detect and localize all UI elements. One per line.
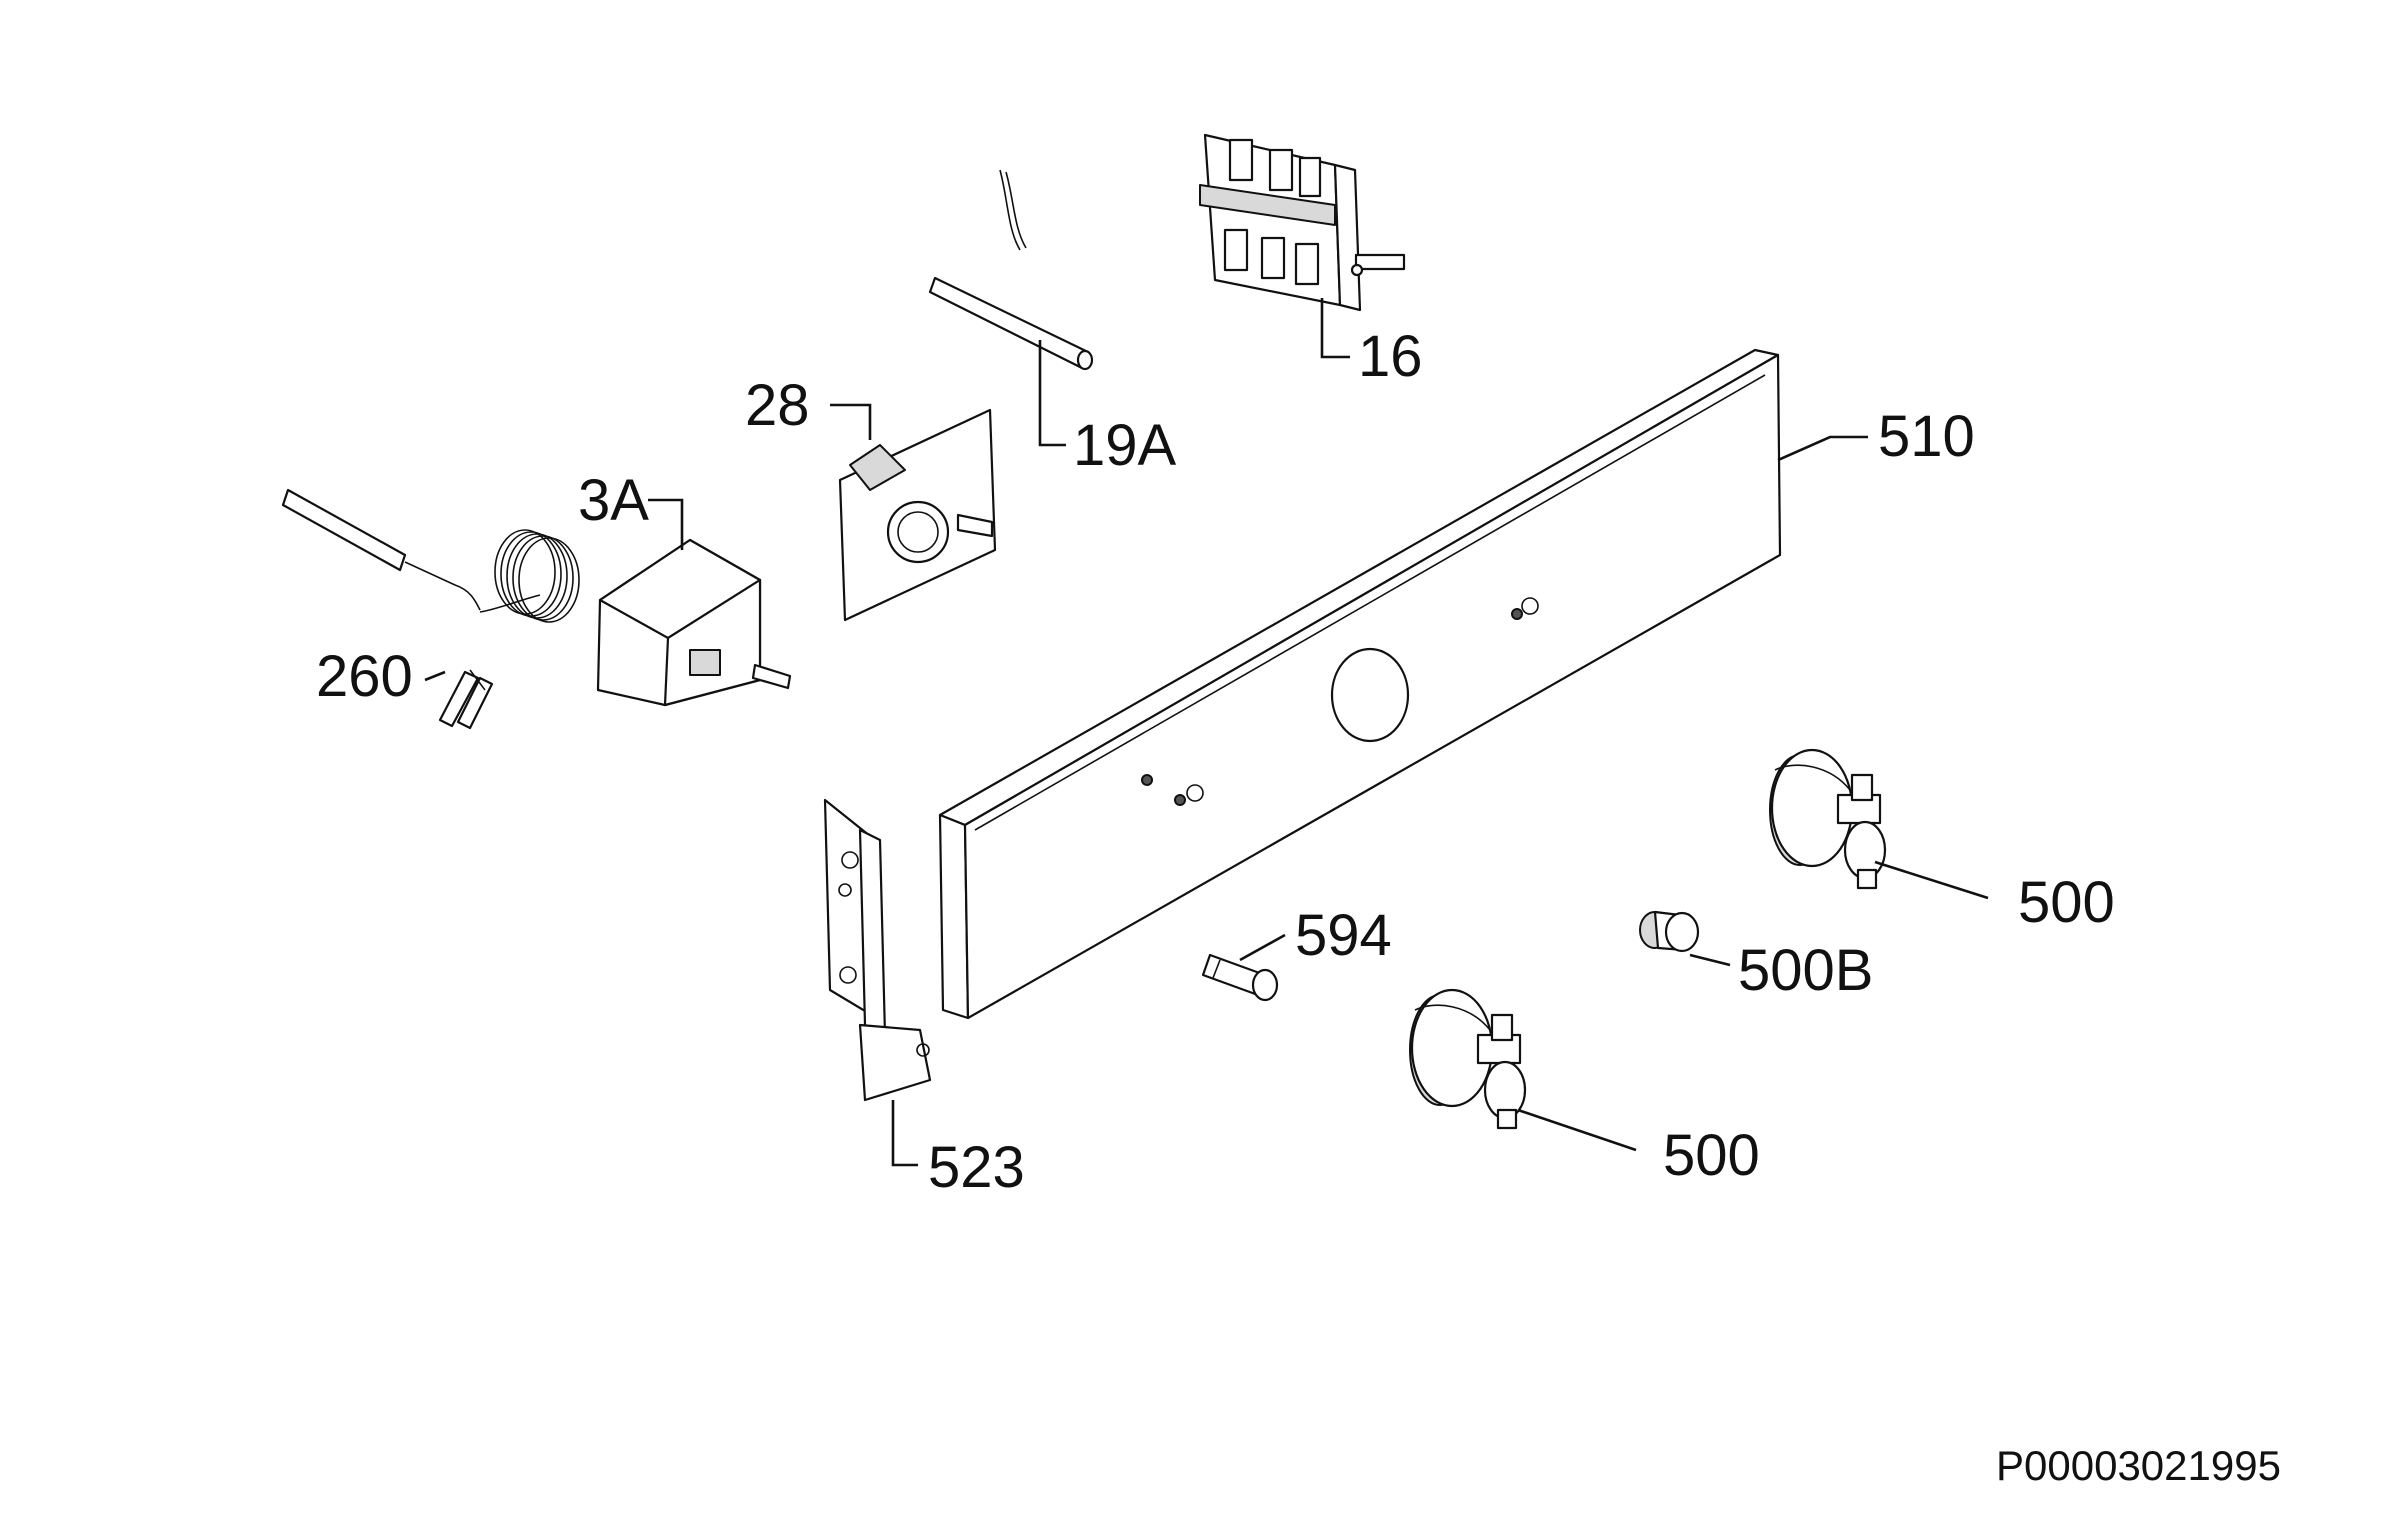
part-510-control-panel: [938, 348, 1782, 1020]
leader-3a: [648, 498, 684, 550]
label-500b: 500B: [1738, 938, 1873, 1003]
part-500b-cap: [1639, 910, 1700, 953]
part-28-indicator: [838, 408, 997, 622]
label-510: 510: [1878, 404, 1975, 469]
leader-16: [1320, 298, 1350, 359]
part-16-selector-switch: [1199, 133, 1406, 312]
drawing-code: P00003021995: [1996, 1442, 2281, 1489]
leader-500-top: [1874, 860, 1989, 900]
part-3a-thermostat: [281, 488, 792, 707]
label-16: 16: [1358, 324, 1423, 389]
leader-510: [1777, 435, 1868, 462]
leader-500-bottom: [1517, 1108, 1637, 1152]
leader-594: [1239, 933, 1286, 962]
label-28: 28: [745, 373, 810, 438]
label-594: 594: [1295, 903, 1392, 968]
part-19a-probe: [928, 169, 1094, 371]
label-500-top: 500: [2018, 870, 2115, 935]
leader-500b: [1689, 953, 1731, 967]
label-500-bottom: 500: [1663, 1123, 1760, 1188]
part-523-bracket: [823, 798, 932, 1102]
leader-lines: [424, 298, 1989, 1167]
leader-28: [830, 403, 872, 440]
part-500-knob-bottom: [1409, 988, 1527, 1130]
label-260: 260: [316, 644, 413, 709]
part-594-pin: [1201, 953, 1279, 1002]
part-500-knob-top: [1769, 748, 1887, 890]
leader-523: [891, 1100, 918, 1167]
part-260-screws: [438, 669, 494, 730]
label-3a: 3A: [578, 468, 649, 533]
leader-260: [424, 670, 446, 682]
leader-19a: [1038, 340, 1066, 447]
label-523: 523: [928, 1135, 1025, 1200]
label-19a: 19A: [1073, 413, 1177, 478]
